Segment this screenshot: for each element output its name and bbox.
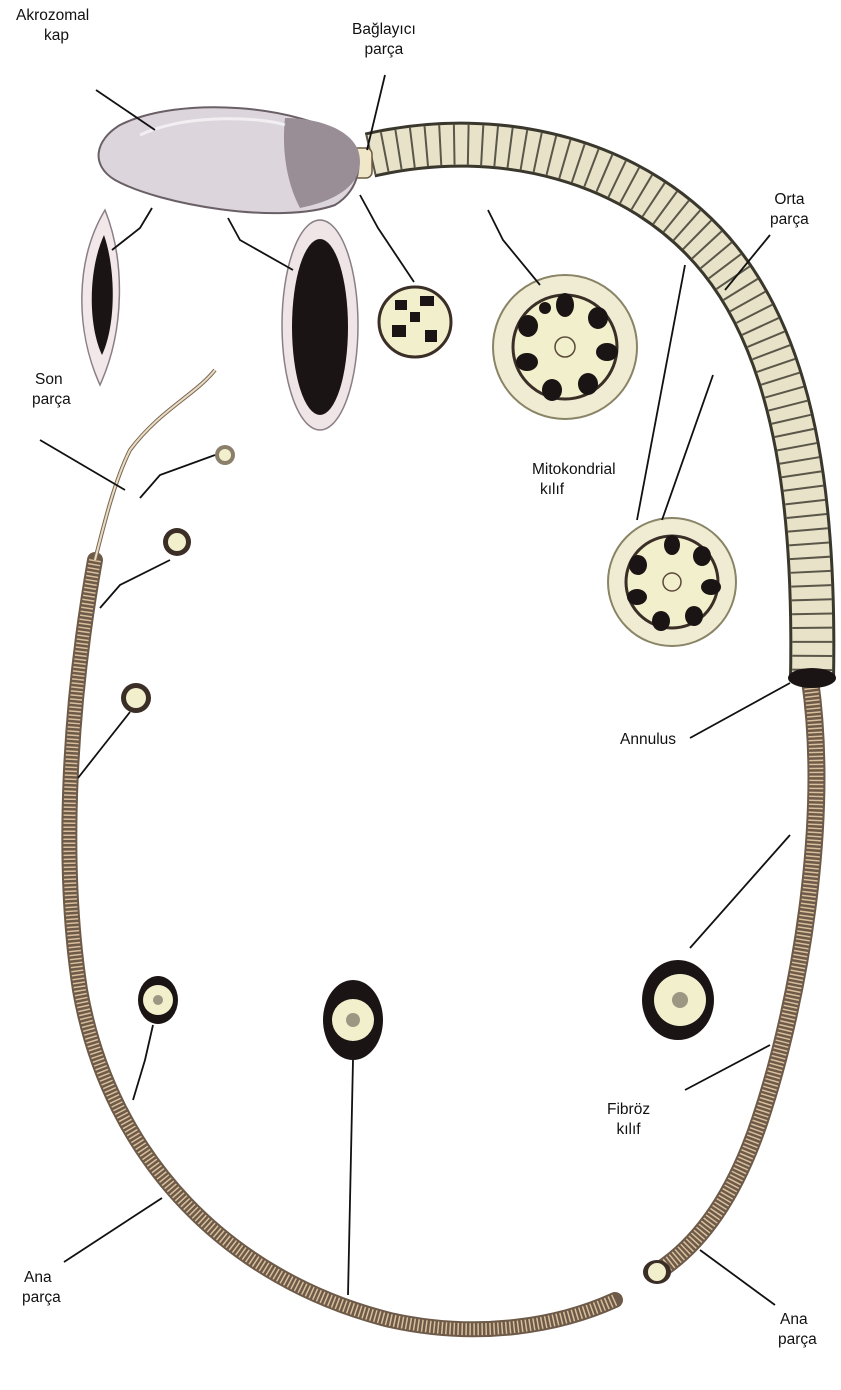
label-principal-piece-right: Ana parça bbox=[778, 1310, 817, 1350]
midpiece-section-upper bbox=[493, 275, 637, 419]
label-line: parça bbox=[352, 40, 416, 60]
label-line: kap bbox=[16, 26, 89, 46]
label-mitochondrial-sheath: Mitokondrial kılıf bbox=[532, 460, 616, 500]
label-line: Bağlayıcı bbox=[352, 20, 416, 40]
label-connecting-piece: Bağlayıcı parça bbox=[352, 20, 416, 60]
label-line: Ana bbox=[22, 1268, 61, 1288]
end-piece bbox=[95, 370, 215, 560]
midpiece-section-lower bbox=[608, 518, 736, 646]
label-line: Mitokondrial bbox=[532, 460, 616, 480]
sperm-head bbox=[99, 107, 360, 213]
label-principal-piece-left: Ana parça bbox=[22, 1268, 61, 1308]
midpiece bbox=[370, 145, 836, 688]
label-annulus: Annulus bbox=[620, 730, 676, 750]
label-midpiece: Orta parça bbox=[770, 190, 809, 230]
label-end-piece: Son parça bbox=[32, 370, 71, 410]
label-line: parça bbox=[32, 390, 71, 410]
label-acrosomal-cap: Akrozomal kap bbox=[16, 6, 89, 46]
principal-piece bbox=[69, 560, 816, 1329]
principal-section-left bbox=[138, 976, 178, 1024]
label-line: parça bbox=[778, 1330, 817, 1350]
label-line: parça bbox=[22, 1288, 61, 1308]
label-line: Orta bbox=[770, 190, 809, 210]
label-line: kılıf bbox=[532, 480, 616, 500]
label-line: kılıf bbox=[607, 1120, 650, 1140]
label-line: parça bbox=[770, 210, 809, 230]
label-line: Annulus bbox=[620, 730, 676, 750]
label-line: Ana bbox=[778, 1310, 817, 1330]
connecting-section bbox=[379, 287, 451, 357]
head-section-wide bbox=[282, 220, 358, 430]
label-line: Son bbox=[32, 370, 71, 390]
leader-lines bbox=[40, 75, 790, 1305]
label-line: Fibröz bbox=[607, 1100, 650, 1120]
principal-section-bottom bbox=[323, 980, 383, 1060]
head-section-thin bbox=[82, 210, 120, 385]
label-fibrous-sheath: Fibröz kılıf bbox=[607, 1100, 650, 1140]
end-section-small bbox=[121, 445, 235, 713]
label-line: Akrozomal bbox=[16, 6, 89, 26]
principal-section-right bbox=[642, 960, 714, 1040]
